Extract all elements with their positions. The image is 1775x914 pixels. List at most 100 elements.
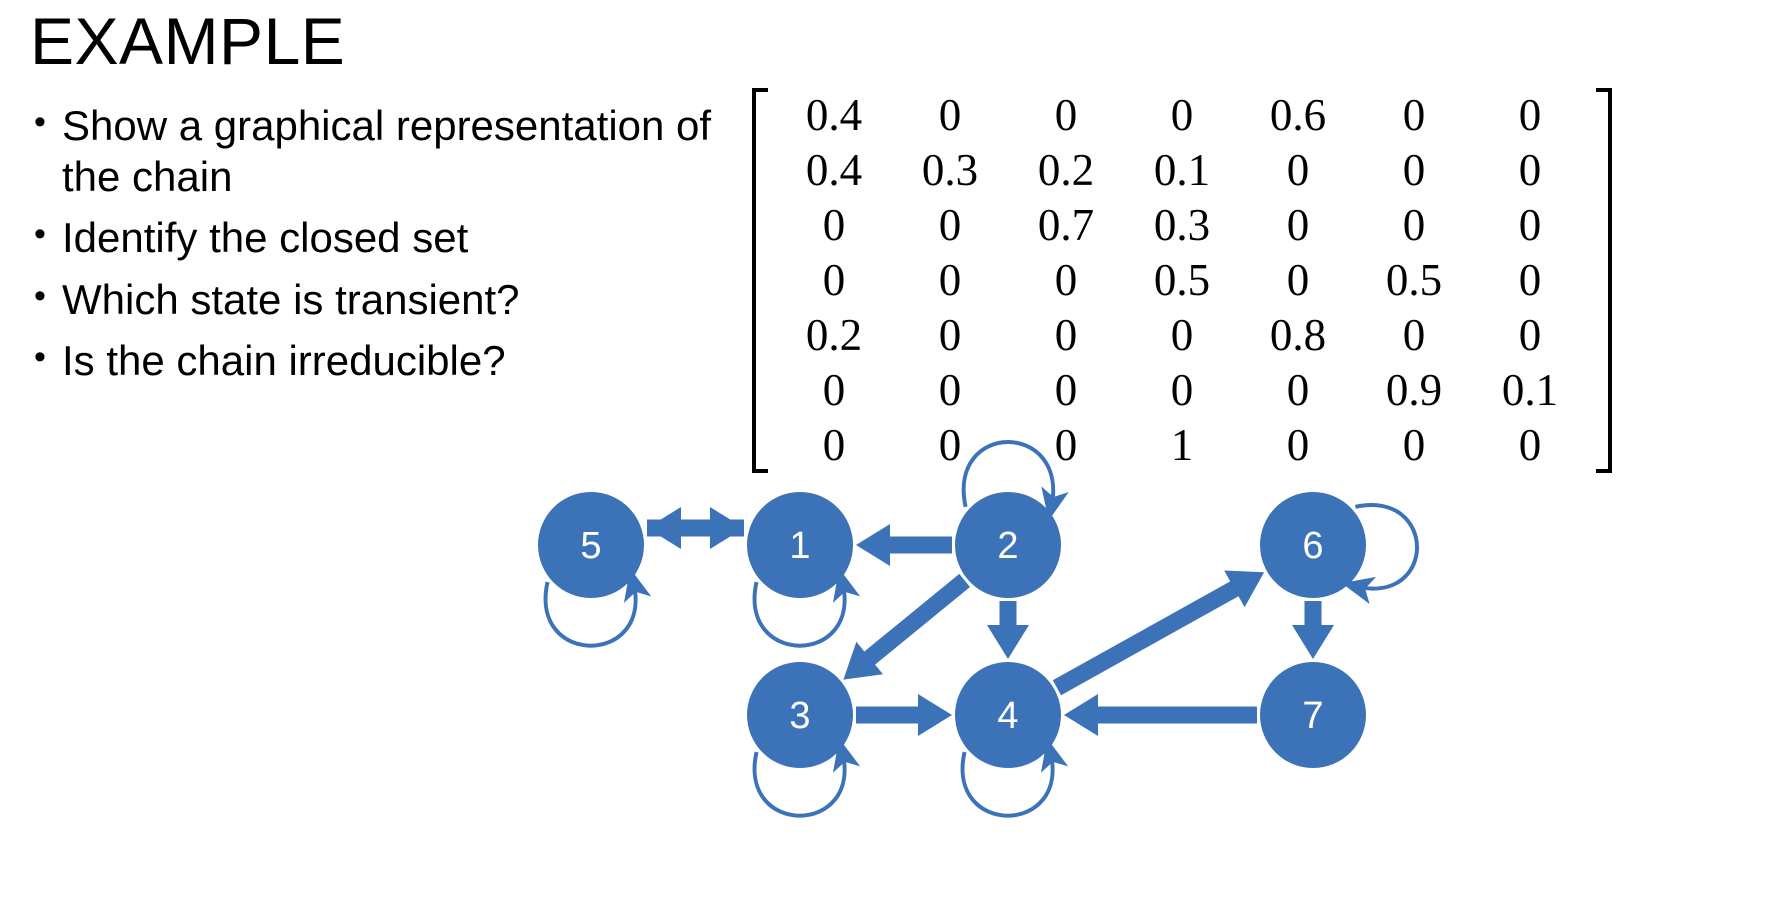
state-node-3[interactable]: 3 <box>747 662 853 768</box>
bullet-marker-icon: • <box>34 215 46 254</box>
matrix-cell: 0 <box>1518 420 1542 470</box>
matrix-right-bracket <box>1590 88 1612 473</box>
list-item-label: Show a graphical representation of the c… <box>62 102 712 201</box>
matrix-cell: 0 <box>822 200 846 250</box>
state-node-2[interactable]: 2 <box>955 492 1061 598</box>
node-circle[interactable] <box>955 662 1061 768</box>
matrix-cell: 0 <box>1286 255 1310 305</box>
matrix-row: 0 0 0 0 0 0.9 0.1 <box>776 363 1588 418</box>
list-item-label: Identify the closed set <box>62 214 469 262</box>
matrix-cell: 0 <box>1054 420 1078 470</box>
list-item: • Identify the closed set <box>34 212 734 263</box>
node-circle[interactable] <box>955 492 1061 598</box>
matrix-row: 0 0 0 1 0 0 0 <box>776 418 1588 473</box>
matrix-cell: 1 <box>1170 420 1194 470</box>
edges-layer <box>647 507 1334 736</box>
matrix-cell: 0.2 <box>1037 145 1095 195</box>
self-loop-3 <box>752 738 861 818</box>
matrix-cell: 0 <box>1402 90 1426 140</box>
node-label: 6 <box>1302 525 1323 567</box>
list-item-label: Which state is transient? <box>62 275 520 323</box>
node-label: 5 <box>580 525 601 567</box>
matrix-cell: 0 <box>1054 365 1078 415</box>
matrix-cell: 0.9 <box>1385 365 1443 415</box>
bullet-marker-icon: • <box>34 276 46 315</box>
matrix-cell: 0.1 <box>1501 365 1559 415</box>
matrix-cell: 0.7 <box>1037 200 1095 250</box>
node-circle[interactable] <box>747 662 853 768</box>
matrix-cell: 0.5 <box>1153 255 1211 305</box>
matrix-cell: 0 <box>1518 255 1542 305</box>
matrix-cell: 0 <box>1402 420 1426 470</box>
matrix-cell: 0.1 <box>1153 145 1211 195</box>
matrix-cell: 0 <box>938 310 962 360</box>
matrix-row: 0.4 0 0 0 0.6 0 0 <box>776 88 1588 143</box>
bullet-list: • Show a graphical representation of the… <box>34 100 734 396</box>
state-node-5[interactable]: 5 <box>538 492 644 598</box>
matrix-cell: 0 <box>1170 90 1194 140</box>
matrix-cell: 0.4 <box>805 145 863 195</box>
matrix-cell: 0 <box>1054 255 1078 305</box>
matrix-cell: 0 <box>1518 145 1542 195</box>
matrix-cell: 0 <box>822 420 846 470</box>
edge-arrow-7-to-4 <box>1064 694 1257 736</box>
node-circle[interactable] <box>747 492 853 598</box>
matrix-cell: 0.5 <box>1385 255 1443 305</box>
edge-arrow-5-to-1 <box>647 507 744 549</box>
node-label: 1 <box>789 525 810 567</box>
matrix-cell: 0 <box>1170 310 1194 360</box>
node-circle[interactable] <box>538 492 644 598</box>
state-node-4[interactable]: 4 <box>955 662 1061 768</box>
matrix-cell: 0.4 <box>805 90 863 140</box>
matrix-cell: 0 <box>1286 145 1310 195</box>
matrix-cell: 0 <box>938 200 962 250</box>
matrix-cell: 0 <box>1518 310 1542 360</box>
state-node-6[interactable]: 6 <box>1260 492 1366 598</box>
edge-arrow-2-to-3 <box>843 573 970 680</box>
matrix-cell: 0 <box>1518 90 1542 140</box>
page-title: EXAMPLE <box>30 4 346 78</box>
matrix-cell: 0 <box>822 255 846 305</box>
edge-arrow-3-to-4 <box>856 694 952 736</box>
matrix-cell: 0 <box>822 365 846 415</box>
bullet-marker-icon: • <box>34 337 46 376</box>
matrix-cell: 0.6 <box>1269 90 1327 140</box>
edge-arrow-1-to-5 <box>647 507 744 549</box>
list-item: • Show a graphical representation of the… <box>34 100 734 202</box>
state-node-1[interactable]: 1 <box>747 492 853 598</box>
list-item: • Is the chain irreducible? <box>34 335 734 386</box>
nodes-layer: 5 1 2 6 3 4 7 <box>538 492 1366 768</box>
bullet-marker-icon: • <box>34 103 46 141</box>
edge-arrow-4-to-6 <box>1052 570 1265 696</box>
matrix-cell: 0 <box>1054 310 1078 360</box>
matrix-cell: 0 <box>1402 145 1426 195</box>
matrix-cell: 0 <box>1286 365 1310 415</box>
matrix-cell: 0 <box>938 90 962 140</box>
matrix-cell: 0 <box>1170 365 1194 415</box>
edge-arrow-2-to-4 <box>987 601 1029 659</box>
edge-arrow-2-to-1 <box>856 524 952 566</box>
matrix-cell: 0 <box>1286 420 1310 470</box>
matrix-cell: 0.3 <box>1153 200 1211 250</box>
self-loop-6 <box>1341 503 1419 605</box>
matrix-cell: 0 <box>1054 90 1078 140</box>
node-label: 3 <box>789 695 810 737</box>
matrix-cell: 0 <box>1286 200 1310 250</box>
self-loop-1 <box>752 568 861 648</box>
node-circle[interactable] <box>1260 662 1366 768</box>
self-loops-layer <box>543 440 1419 818</box>
node-label: 7 <box>1302 695 1323 737</box>
matrix-cell: 0 <box>938 365 962 415</box>
node-circle[interactable] <box>1260 492 1366 598</box>
matrix-cell: 0 <box>938 420 962 470</box>
state-node-7[interactable]: 7 <box>1260 662 1366 768</box>
matrix-cell: 0 <box>1518 200 1542 250</box>
matrix-cell: 0 <box>1402 310 1426 360</box>
self-loop-5 <box>543 568 652 648</box>
